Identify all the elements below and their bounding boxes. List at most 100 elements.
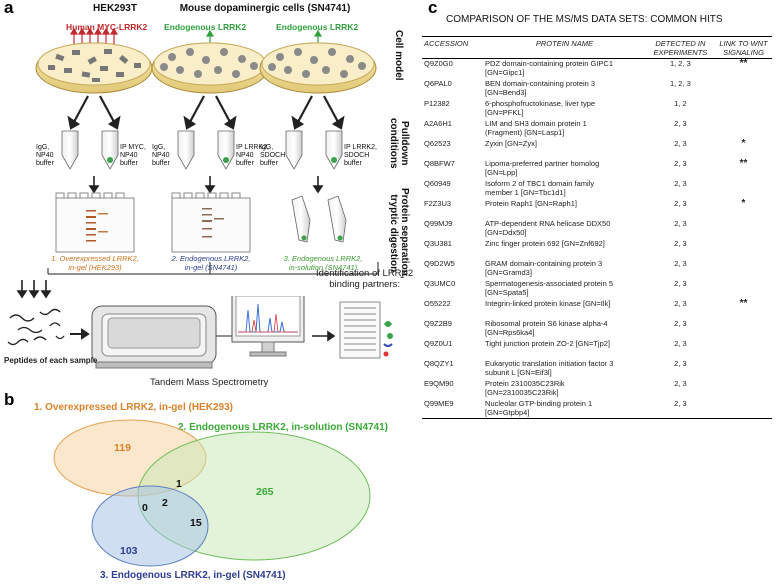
wnt-link-cell — [715, 339, 772, 359]
sub-label-human-myc: Human MYC-LRRK2 — [66, 22, 148, 32]
detected-cell: 2, 3 — [674, 198, 687, 208]
petri-dish-2 — [151, 42, 269, 94]
detected-cell: 2, 3 — [674, 278, 687, 288]
ms-workflow — [7, 296, 393, 369]
protein-name-cell: GRAM domain-containing protein 3 [GN=Gra… — [485, 258, 603, 277]
accession-cell: Q9D2W5 — [424, 258, 455, 268]
common-hits-table: ACCESSION PROTEIN NAME DETECTED IN EXPER… — [422, 36, 772, 419]
accession-cell: Q3UMC0 — [424, 278, 456, 288]
accession-cell: Q9Z0G0 — [424, 59, 453, 68]
venn-set-2-label: 2. Endogenous LRRK2, in-solution (SN4741… — [178, 422, 389, 433]
mass-spectrometer — [91, 305, 217, 369]
peptides-label: Peptides of each sample — [4, 356, 98, 365]
table-body: Q9Z0G0 PDZ domain-containing protein GIPC… — [422, 59, 772, 419]
venn-count-only-2: 265 — [256, 486, 274, 498]
detected-cell: 1, 2, 3 — [669, 78, 691, 88]
detected-cell: 1, 2 — [674, 98, 687, 108]
protein-name-cell: BEN domain-containing protein 3 [GN=Bend… — [485, 78, 596, 97]
wnt-link-cell: ** — [739, 297, 748, 309]
peptide-squiggles — [7, 308, 65, 346]
column-title-mouse: Mouse dopaminergic cells (SN4741) — [179, 3, 351, 14]
wnt-link-cell — [715, 359, 772, 379]
protein-name-cell: Spermatogenesis-associated protein 5 [GN… — [485, 278, 614, 297]
workflow-diagram — [16, 27, 379, 299]
protein-name-cell: Zyxin [GN=Zyx] — [485, 138, 537, 148]
wnt-link-cell — [715, 99, 772, 119]
wnt-link-cell: ** — [739, 58, 748, 69]
wnt-link-cell: * — [741, 137, 746, 149]
side-label-separation: Protein separation, tryptic digestion — [388, 188, 410, 279]
tube-label-igg-3: IgG, SDOCH buffer — [260, 144, 286, 167]
venn-count-only-1: 119 — [114, 442, 131, 454]
panel-c-letter: c — [428, 0, 438, 17]
table-row: O55222 Integrin-linked protein kinase [GN… — [422, 297, 772, 319]
wnt-link-cell — [714, 398, 772, 419]
protein-name-cell: Protein 2310035C23Rik [GN=2310035C23Rik] — [485, 378, 565, 397]
accession-cell: Q99MJ9 — [424, 218, 453, 228]
tube-label-igg-1: IgG, NP40 buffer — [36, 144, 54, 167]
protein-name-cell: Integrin-linked protein kinase [GN=Ilk] — [485, 298, 611, 308]
caption-set-1: 1. Overexpressed LRRK2, in-gel (HEK293) — [51, 254, 139, 272]
tube-label-ip-myc: IP MYC, NP40 buffer — [120, 144, 146, 167]
accession-cell: Q6PAL0 — [424, 78, 452, 88]
wnt-link-cell — [715, 79, 772, 99]
caption-set-2: 2. Endogenous LRRK2, in-gel (SN4741) — [171, 254, 251, 272]
accession-cell: Q8QZY1 — [424, 358, 454, 368]
wnt-link-cell — [715, 179, 772, 199]
header-protein-name: PROTEIN NAME — [483, 36, 646, 59]
wnt-link-cell — [715, 119, 772, 139]
table-row: E9QM90 Protein 2310035C23Rik [GN=2310035C… — [422, 379, 772, 399]
report-sheet — [339, 301, 393, 359]
accession-cell: Q9Z0U1 — [424, 338, 453, 348]
table-row: Q9Z0G0 PDZ domain-containing protein GIPC… — [422, 59, 772, 79]
protein-name-cell: Lipoma-preferred partner homolog [GN=Lpp… — [485, 158, 600, 177]
detected-cell: 1, 2, 3 — [669, 59, 691, 68]
accession-cell: Q60949 — [424, 178, 451, 188]
tube-label-ip-lrrk2-2: IP LRRK2, SDOCH buffer — [344, 144, 377, 167]
protein-name-cell: LIM and SH3 domain protein 1 (Fragment) … — [485, 118, 587, 137]
sub-label-endogenous-1: Endogenous LRRK2 — [164, 22, 247, 32]
protein-name-cell: Zinc finger protein 692 [GN=Znf692] — [485, 238, 605, 248]
detected-cell: 2, 3 — [674, 238, 687, 248]
wnt-link-cell — [715, 259, 772, 279]
header-wnt: LINK TO WNT SIGNALING — [714, 36, 772, 59]
wnt-link-cell: ** — [739, 157, 748, 169]
wnt-link-cell — [715, 239, 772, 259]
table-title: COMPARISON OF THE MS/MS DATA SETS: COMMO… — [446, 14, 723, 25]
table-row: Q6PAL0 BEN domain-containing protein 3 [G… — [422, 79, 772, 99]
accession-cell: E9QM90 — [424, 378, 454, 388]
wnt-link-cell — [715, 219, 772, 239]
detected-cell: 2, 3 — [645, 398, 715, 419]
accession-cell: P12382 — [424, 98, 450, 108]
identification-label: Identification of LRRK2 binding partners… — [316, 268, 414, 290]
venn-count-1-2: 1 — [176, 478, 182, 490]
wnt-link-cell — [715, 279, 772, 299]
protein-name-cell: Protein Raph1 [GN=Raph1] — [485, 198, 577, 208]
accession-cell: O55222 — [424, 298, 451, 308]
protein-name-cell: Isoform 2 of TBC1 domain family member 1… — [485, 178, 595, 197]
petri-dish-3 — [259, 42, 377, 94]
venn-count-2-3: 15 — [190, 517, 202, 529]
ms-label: Tandem Mass Spectrometry — [150, 377, 269, 388]
detected-cell: 2, 3 — [674, 358, 687, 368]
wnt-link-cell — [715, 379, 772, 399]
gel-2 — [171, 192, 251, 253]
header-detected: DETECTED IN EXPERIMENTS — [645, 36, 715, 59]
venn-set-1-label: 1. Overexpressed LRRK2, in-gel (HEK293) — [34, 402, 233, 413]
wnt-link-cell — [715, 319, 772, 339]
venn-count-1-3: 0 — [142, 502, 148, 514]
detected-cell: 2, 3 — [674, 338, 687, 348]
table-row: Q9D2W5 GRAM domain-containing protein 3 [… — [422, 259, 772, 279]
tube-label-igg-2: IgG, NP40 buffer — [152, 144, 170, 167]
protein-name-cell: PDZ domain-containing protein GIPC1 [GN=… — [485, 59, 614, 77]
accession-cell: Q8BFW7 — [424, 158, 455, 168]
detected-cell: 2, 3 — [674, 138, 687, 148]
table-row: Q3UMC0 Spermatogenesis-associated protein… — [422, 279, 772, 299]
petri-dish-1 — [35, 42, 153, 94]
protein-name-cell: ATP-dependent RNA helicase DDX50 [GN=Ddx… — [485, 218, 611, 237]
